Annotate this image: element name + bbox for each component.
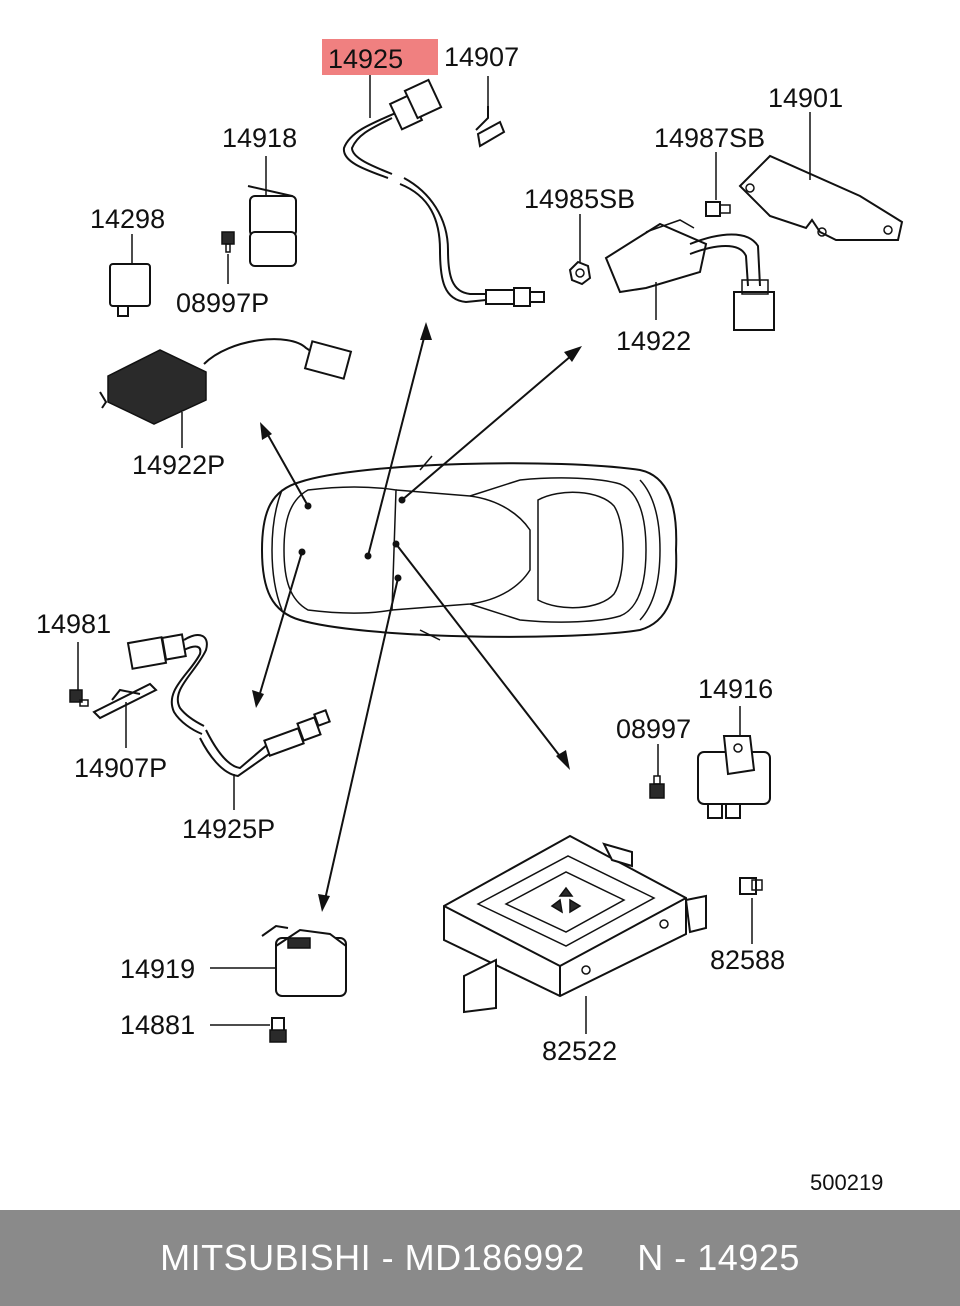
- relay-14919: [261, 924, 347, 997]
- label-14922[interactable]: 14922: [616, 326, 691, 356]
- label-08997[interactable]: 08997: [616, 714, 691, 744]
- highlight-box: [322, 39, 438, 75]
- footer-ref: N - 14925: [637, 1237, 800, 1278]
- footer-brand: MITSUBISHI: [160, 1237, 372, 1278]
- label-14925P[interactable]: 14925P: [182, 814, 275, 844]
- label-14987SB[interactable]: 14987SB: [654, 123, 765, 153]
- bolt-82588: [739, 877, 763, 895]
- ecu-82522: [443, 834, 707, 1014]
- sensor-14922: [604, 219, 775, 331]
- footer-gap: [585, 1237, 638, 1279]
- bolt-14987SB: [705, 201, 731, 217]
- label-14918[interactable]: 14918: [222, 123, 297, 153]
- label-14881[interactable]: 14881: [120, 1010, 195, 1040]
- nut-14985SB: [568, 260, 592, 286]
- label-14922P[interactable]: 14922P: [132, 450, 225, 480]
- car-outline: [260, 455, 678, 641]
- bracket-14901: [738, 154, 904, 241]
- footer-separator: -: [371, 1237, 405, 1278]
- footer-bar: MITSUBISHI - MD186992 N - 14925: [0, 1210, 960, 1306]
- label-82588[interactable]: 82588: [710, 945, 785, 975]
- label-14298[interactable]: 14298: [90, 204, 165, 234]
- oxygen-sensor-front[interactable]: [342, 78, 545, 307]
- relay-14918: [247, 185, 297, 267]
- oxygen-sensor-rear: [126, 633, 331, 778]
- label-14925[interactable]: 14925: [328, 44, 403, 74]
- relay-14298: [109, 263, 151, 317]
- label-14916[interactable]: 14916: [698, 674, 773, 704]
- label-82522[interactable]: 82522: [542, 1036, 617, 1066]
- label-14981[interactable]: 14981: [36, 609, 111, 639]
- label-14907P[interactable]: 14907P: [74, 753, 167, 783]
- footer-part-number: MD186992: [404, 1237, 585, 1278]
- module-14922P: [99, 338, 353, 425]
- label-14919[interactable]: 14919: [120, 954, 195, 984]
- diagram-reference: 500219: [810, 1170, 883, 1195]
- label-14907[interactable]: 14907: [444, 42, 519, 72]
- bracket-14907: [475, 106, 506, 148]
- bolt-08997P: [221, 231, 235, 253]
- leader-arrows: [252, 322, 582, 912]
- bracket-14907P: [92, 682, 158, 720]
- parts-diagram: 14925 14907 14901 14918 14987SB 14298 14…: [36, 39, 904, 1195]
- label-14985SB[interactable]: 14985SB: [524, 184, 635, 214]
- relay-14916: [697, 735, 771, 819]
- bolt-08997: [649, 775, 665, 799]
- bolt-14981: [69, 689, 89, 707]
- bolt-14881: [269, 1017, 287, 1043]
- label-14901[interactable]: 14901: [768, 83, 843, 113]
- label-08997P[interactable]: 08997P: [176, 288, 269, 318]
